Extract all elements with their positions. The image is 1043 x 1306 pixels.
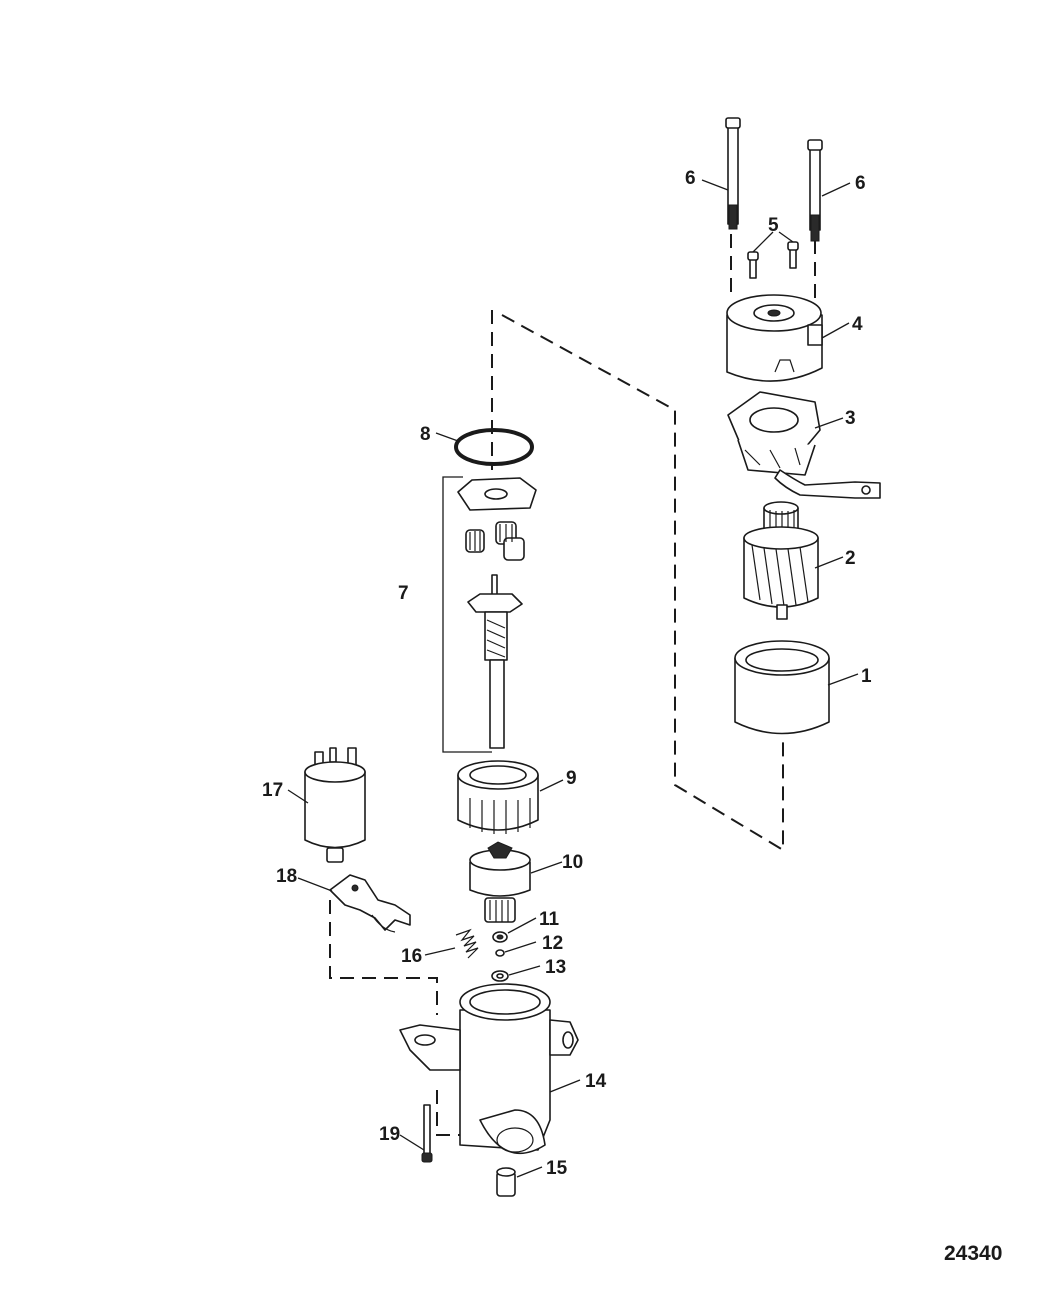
callout-19: 19 bbox=[379, 1124, 400, 1145]
part-11-13-washers bbox=[491, 931, 509, 982]
part-8-o-ring bbox=[454, 428, 534, 466]
part-6-through-bolts bbox=[725, 117, 823, 242]
part-5-screws bbox=[747, 241, 799, 279]
callout-17: 17 bbox=[262, 780, 283, 801]
part-16-spring bbox=[455, 928, 479, 959]
callout-7: 7 bbox=[398, 583, 409, 604]
figure-id: 24340 bbox=[944, 1242, 1002, 1265]
callout-labels: 1 2 3 4 5 6 6 7 8 9 10 11 12 13 14 15 16… bbox=[262, 168, 872, 1179]
callout-12: 12 bbox=[542, 933, 563, 954]
part-1-frame-housing bbox=[734, 640, 830, 735]
callout-4: 4 bbox=[852, 314, 863, 335]
callout-15: 15 bbox=[546, 1158, 568, 1179]
callout-6-left: 6 bbox=[685, 168, 696, 189]
callout-5: 5 bbox=[768, 215, 779, 236]
part-18-shift-lever bbox=[329, 874, 411, 933]
callout-8: 8 bbox=[420, 424, 431, 445]
callout-1: 1 bbox=[861, 666, 872, 687]
callout-18: 18 bbox=[276, 866, 297, 887]
callout-16: 16 bbox=[401, 946, 422, 967]
part-2-armature bbox=[743, 501, 819, 620]
part-17-solenoid bbox=[304, 747, 366, 863]
part-7-planetary-assembly bbox=[457, 477, 537, 749]
callout-6-right: 6 bbox=[855, 173, 866, 194]
part-4-end-cap bbox=[726, 294, 823, 382]
callout-2: 2 bbox=[845, 548, 856, 569]
callout-11: 11 bbox=[539, 909, 560, 930]
callout-leader-lines bbox=[287, 179, 859, 1178]
part-14-drive-housing bbox=[399, 983, 579, 1155]
part-19-mounting-bolt bbox=[421, 1104, 433, 1163]
part-3-brush-holder bbox=[727, 391, 881, 499]
callout-14: 14 bbox=[585, 1071, 607, 1092]
callout-9: 9 bbox=[566, 768, 577, 789]
callout-13: 13 bbox=[545, 957, 566, 978]
part-9-ring-gear bbox=[457, 760, 539, 834]
part-7-bracket bbox=[442, 476, 492, 753]
part-15-bushing bbox=[496, 1167, 516, 1197]
part-10-drive-pinion bbox=[469, 841, 531, 923]
callout-3: 3 bbox=[845, 408, 856, 429]
callout-10: 10 bbox=[562, 852, 583, 873]
